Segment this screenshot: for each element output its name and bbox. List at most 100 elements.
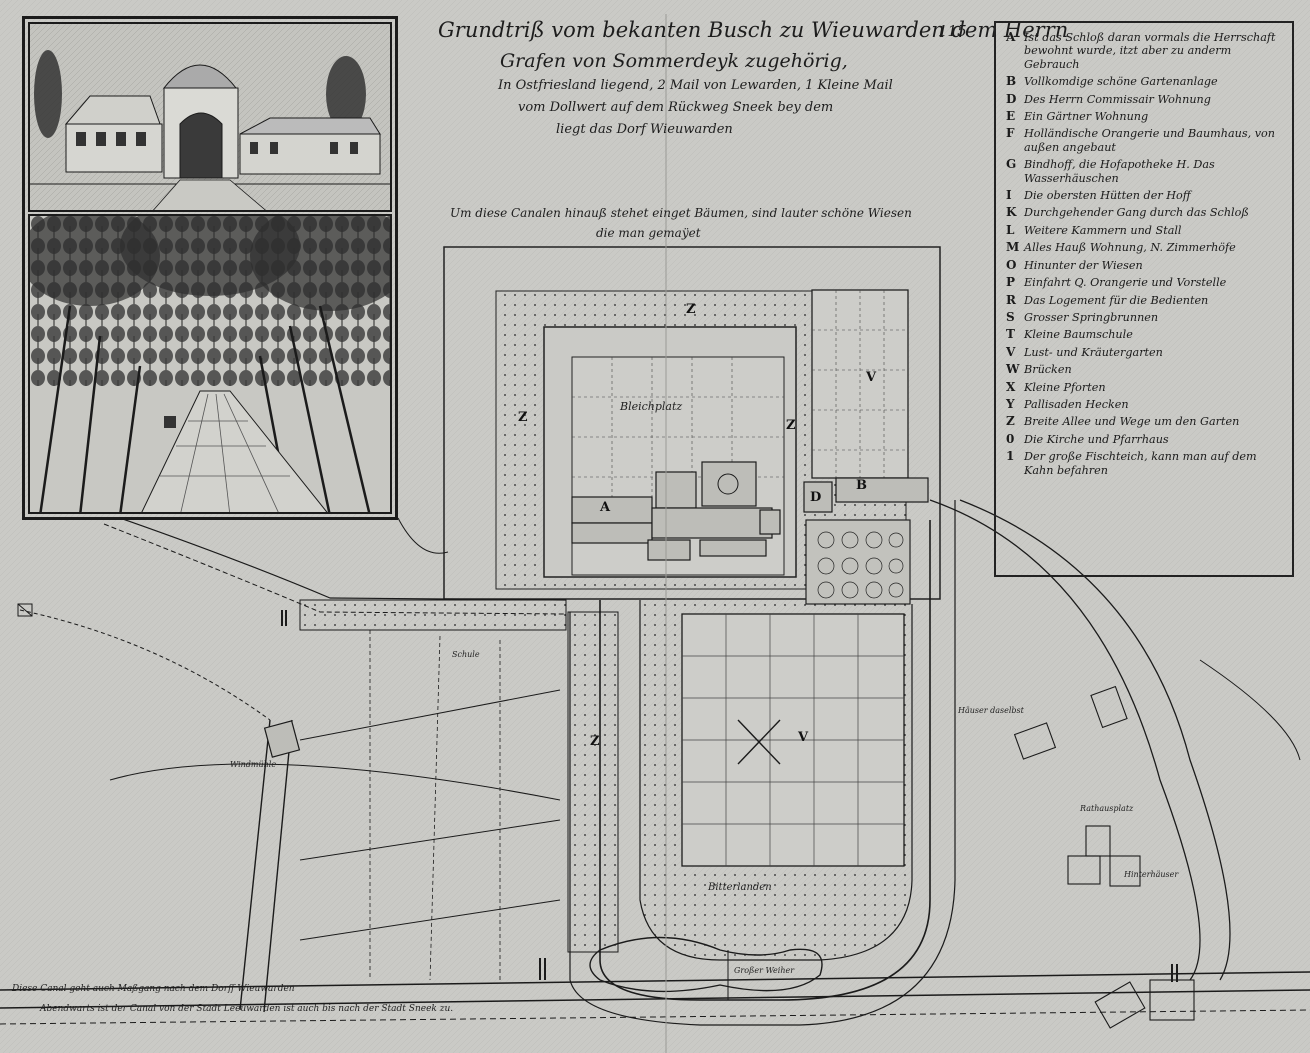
vignette-frame — [22, 16, 398, 520]
label-plan-center: Bleichplatz — [620, 400, 683, 413]
sheet-number: 115 — [938, 22, 967, 40]
legend-text: Hinunter der Wiesen — [1024, 258, 1143, 272]
label-mill: Windmühle — [230, 760, 277, 769]
legend-key: T — [1006, 327, 1015, 342]
legend-text: Grosser Springbrunnen — [1024, 310, 1159, 324]
label-b: B — [856, 478, 867, 493]
legend-row: D Des Herrn Commissair Wohnung — [1006, 91, 1284, 106]
label-z-right: Z — [786, 418, 796, 433]
pond — [589, 936, 823, 993]
label-z-canal: Z — [590, 734, 600, 749]
legend-row: A Ist das Schloß daran vormals die Herrsc… — [1006, 30, 1284, 71]
legend-row: W Brücken — [1006, 362, 1284, 377]
legend-key: 1 — [1006, 449, 1015, 464]
legend-row: L Weitere Kammern und Stall — [1006, 222, 1284, 237]
legend-row: P Einfahrt Q. Orangerie und Vorstelle — [1006, 275, 1284, 290]
legend-text: Vollkomdige schöne Gartenanlage — [1024, 75, 1218, 89]
label-v-lower: V — [798, 730, 809, 745]
legend-row: Y Pallisaden Hecken — [1006, 396, 1284, 411]
legend-row: E Ein Gärtner Wohnung — [1006, 109, 1284, 124]
map-title-line-3: In Ostfriesland liegend, 2 Mail von Lewa… — [498, 78, 893, 93]
legend-key: E — [1006, 109, 1016, 124]
legend-row: V Lust- und Kräutergarten — [1006, 344, 1284, 359]
legend-text: Ein Gärtner Wohnung — [1024, 110, 1149, 124]
legend-key: S — [1006, 309, 1015, 324]
legend-key: L — [1006, 222, 1015, 237]
castle-gate-vignette — [28, 22, 392, 212]
label-school: Schule — [452, 650, 480, 659]
legend-text: Des Herrn Commissair Wohnung — [1024, 92, 1211, 106]
map-title-line-4: vom Dollwert auf dem Rückweg Sneek bey d… — [518, 100, 834, 115]
label-houses-2: Rathausplatz — [1080, 804, 1134, 813]
avenue-drawing — [30, 216, 390, 512]
map-title-line-5: liegt das Dorf Wieuwarden — [556, 122, 733, 137]
legend-row: G Bindhoff, die Hofapotheke H. Das Wasser… — [1006, 158, 1284, 185]
label-z-top: Z — [686, 302, 696, 317]
legend-key: B — [1006, 74, 1017, 89]
legend-text: Die obersten Hütten der Hoff — [1024, 189, 1191, 203]
legend-text: Breite Allee und Wege um den Garten — [1024, 415, 1240, 429]
legend-row: O Hinunter der Wiesen — [1006, 257, 1284, 272]
legend-row: M Alles Hauß Wohnung, N. Zimmerhöfe — [1006, 240, 1284, 255]
legend-text: Ist das Schloß daran vormals die Herrsch… — [1024, 31, 1276, 71]
legend-key: R — [1006, 292, 1016, 307]
legend-text: Brücken — [1024, 363, 1072, 377]
legend-text: Kleine Baumschule — [1024, 328, 1133, 342]
legend-text: Weitere Kammern und Stall — [1024, 223, 1182, 237]
legend-key: O — [1006, 257, 1017, 272]
legend-text: Durchgehender Gang durch das Schloß — [1024, 206, 1249, 220]
legend-key: Y — [1006, 396, 1015, 411]
legend-key: K — [1006, 205, 1017, 220]
legend-text: Kleine Pforten — [1024, 380, 1106, 394]
legend-text: Einfahrt Q. Orangerie und Vorstelle — [1024, 276, 1227, 290]
label-ground: Bitterlanden — [708, 882, 772, 893]
legend-row: 1 Der große Fischteich, kann man auf dem … — [1006, 450, 1284, 477]
castle-gate-drawing — [30, 24, 390, 210]
castle-buildings — [571, 461, 929, 561]
avenue-vignette — [28, 214, 392, 514]
legend-key: G — [1006, 157, 1017, 172]
map-title-line-1: Grundtriß vom bekanten Busch zu Wieuward… — [438, 18, 1069, 42]
legend-text: Bindhoff, die Hofapotheke H. Das Wasserh… — [1024, 158, 1215, 185]
map-title-line-2: Grafen von Sommerdeyk zugehörig, — [500, 50, 848, 72]
label-v-upper: V — [866, 370, 877, 385]
label-a: A — [600, 500, 611, 515]
outer-moat — [443, 246, 941, 600]
legend-row: Z Breite Allee und Wege um den Garten — [1006, 414, 1284, 429]
legend-row: R Das Logement für die Bedienten — [1006, 292, 1284, 307]
legend-key: V — [1006, 344, 1016, 359]
label-canal-bottom: Abendwarts ist der Canal von der Stadt L… — [40, 1004, 454, 1014]
legend-text: Der große Fischteich, kann man auf dem K… — [1024, 450, 1257, 477]
legend-row: I Die obersten Hütten der Hoff — [1006, 188, 1284, 203]
label-houses-1: Häuser daselbst — [958, 706, 1024, 715]
label-houses-3: Hinterhäuser — [1124, 870, 1179, 879]
label-pond: Großer Weiher — [734, 966, 795, 975]
legend-key: Z — [1006, 414, 1015, 429]
canal-note-line-2: die man gemaÿet — [596, 226, 701, 240]
legend-box: A Ist das Schloß daran vormals die Herrsc… — [994, 21, 1294, 577]
label-d: D — [810, 490, 822, 505]
legend-row: B Vollkomdige schöne Gartenanlage — [1006, 74, 1284, 89]
legend-row: S Grosser Springbrunnen — [1006, 309, 1284, 324]
legend-text: Das Logement für die Bedienten — [1024, 293, 1209, 307]
legend-key: P — [1006, 275, 1016, 290]
legend-key: W — [1006, 362, 1020, 377]
legend-key: M — [1006, 240, 1020, 255]
legend-text: Pallisaden Hecken — [1024, 397, 1129, 411]
label-z-left: Z — [518, 410, 528, 425]
legend-key: A — [1006, 30, 1016, 44]
legend-text: Alles Hauß Wohnung, N. Zimmerhöfe — [1024, 241, 1236, 255]
legend-key: D — [1006, 91, 1017, 106]
legend-text: Die Kirche und Pfarrhaus — [1024, 432, 1169, 446]
legend-row: T Kleine Baumschule — [1006, 327, 1284, 342]
legend-text: Lust- und Kräutergarten — [1024, 345, 1163, 359]
legend-row: 0 Die Kirche und Pfarrhaus — [1006, 431, 1284, 446]
legend-key: 0 — [1006, 431, 1015, 446]
label-canal-left: Diese Canal geht auch Maßgang nach dem D… — [12, 984, 295, 994]
legend-row: K Durchgehender Gang durch das Schloß — [1006, 205, 1284, 220]
canal-note-line-1: Um diese Canalen hinauß stehet einget Bä… — [450, 206, 912, 220]
legend-key: I — [1006, 188, 1012, 203]
